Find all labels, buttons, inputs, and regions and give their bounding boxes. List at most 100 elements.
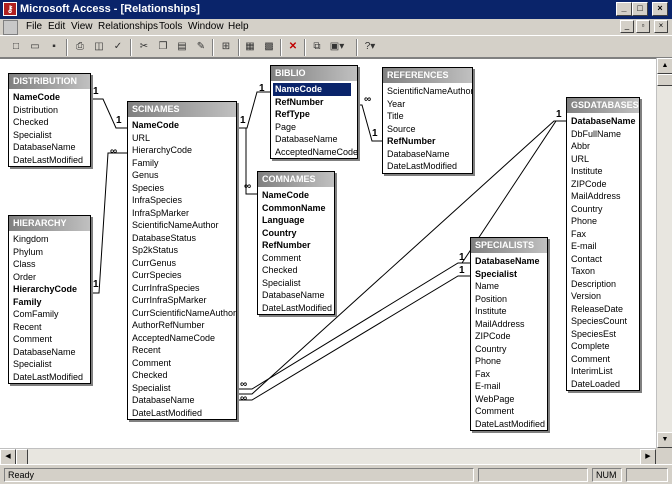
field-item[interactable]: Page [275, 121, 297, 132]
field-item[interactable]: Kingdom [13, 234, 49, 244]
field-item[interactable]: Taxon [571, 266, 596, 276]
field-item[interactable]: Phone [475, 356, 502, 366]
field-item[interactable]: AcceptedNameCode [275, 146, 357, 157]
scroll-left-icon[interactable]: ◀ [0, 449, 16, 465]
field-item[interactable]: Contact [571, 253, 603, 264]
field-item[interactable]: DatabaseName [13, 346, 76, 357]
menu-view[interactable]: View [71, 21, 93, 32]
scroll-down-icon[interactable]: ▼ [657, 432, 672, 448]
field-item[interactable]: Specialist [132, 382, 171, 393]
field-item[interactable]: WebPage [475, 393, 515, 404]
open-icon[interactable]: ▭ [30, 41, 40, 52]
field-item[interactable]: NameCode [273, 83, 351, 96]
delete-icon[interactable]: ✕ [288, 41, 298, 52]
field-item[interactable]: DatabaseName [132, 395, 195, 405]
scroll-up-icon[interactable]: ▲ [657, 58, 672, 74]
field-item[interactable]: ComFamily [13, 309, 59, 319]
field-item[interactable]: Order [13, 271, 37, 282]
field-item[interactable]: Country [571, 203, 603, 214]
field-item[interactable]: DatabaseName [262, 290, 325, 300]
field-item[interactable]: CurrInfraSpMarker [132, 295, 207, 305]
field-item[interactable]: Specialist [262, 277, 301, 288]
field-item[interactable]: Fax [475, 368, 491, 379]
field-item[interactable]: Class [13, 259, 36, 269]
field-item[interactable]: CurrSpecies [132, 270, 182, 280]
field-item[interactable]: CurrScientificNameAuthor [132, 307, 236, 318]
field-item[interactable]: Position [475, 293, 508, 304]
field-item[interactable]: Recent [13, 321, 42, 332]
print-icon[interactable]: ⎙ [76, 41, 84, 52]
field-item[interactable]: Phylum [13, 246, 44, 257]
field-item[interactable]: NameCode [132, 120, 180, 130]
field-item[interactable]: DateLoaded [571, 378, 621, 389]
field-item[interactable]: RefNumber [387, 136, 436, 146]
spelling-icon[interactable]: ✓ [113, 41, 123, 52]
cut-icon[interactable]: ✂ [139, 41, 149, 52]
field-item[interactable]: HierarchyCode [132, 145, 193, 155]
access-key-icon[interactable]: ⚷ [3, 2, 17, 16]
minimize-button[interactable]: _ [616, 2, 632, 16]
menu-relationships[interactable]: Relationships [98, 21, 159, 32]
field-item[interactable]: ReleaseDate [571, 303, 624, 314]
maximize-button[interactable]: □ [632, 2, 648, 16]
field-item[interactable]: Comment [571, 353, 611, 364]
field-item[interactable]: Year [387, 98, 406, 109]
save-icon[interactable]: ▪ [52, 41, 56, 52]
field-item[interactable]: Checked [262, 265, 298, 275]
field-item[interactable]: E-mail [571, 241, 597, 251]
field-item[interactable]: Genus [132, 170, 159, 180]
field-item[interactable]: Specialist [13, 359, 52, 369]
field-item[interactable]: E-mail [475, 381, 501, 391]
field-item[interactable]: Institute [475, 306, 507, 316]
field-item[interactable]: Title [387, 111, 404, 121]
field-item[interactable]: Family [13, 296, 42, 307]
field-item[interactable]: CurrGenus [132, 257, 177, 268]
field-item[interactable]: ScientificNameAuthor [387, 86, 472, 96]
field-item[interactable]: MailAddress [571, 191, 621, 201]
field-item[interactable]: DateLastModified [13, 154, 84, 165]
field-item[interactable]: Checked [132, 370, 168, 380]
field-item[interactable]: Specialist [475, 268, 518, 279]
field-item[interactable]: Source [387, 123, 416, 134]
table-title[interactable]: COMNAMES [258, 172, 334, 187]
field-item[interactable]: Checked [13, 117, 49, 127]
document-icon[interactable] [3, 20, 18, 35]
field-item[interactable]: URL [571, 153, 590, 164]
field-item[interactable]: InterimList [571, 366, 613, 376]
menu-help[interactable]: Help [228, 21, 249, 32]
field-item[interactable]: DatabaseName [475, 256, 540, 266]
field-item[interactable]: Distribution [13, 104, 59, 115]
field-item[interactable]: Complete [571, 341, 610, 351]
menu-file[interactable]: File [26, 21, 43, 32]
field-item[interactable]: Species [132, 182, 165, 193]
new-object-icon[interactable]: ⧉ [313, 41, 321, 52]
table-title[interactable]: SPECIALISTS [471, 238, 547, 253]
menu-edit[interactable]: Edit [48, 21, 66, 32]
field-item[interactable]: DateLastModified [475, 418, 546, 429]
field-item[interactable]: CurrInfraSpecies [132, 282, 200, 293]
field-item[interactable]: Comment [13, 334, 53, 344]
field-item[interactable]: CommonName [262, 202, 326, 213]
field-item[interactable]: Comment [475, 406, 515, 416]
field-item[interactable]: Name [475, 281, 500, 291]
paste-icon[interactable]: ▤ [177, 41, 187, 52]
field-item[interactable]: RefNumber [275, 96, 324, 107]
properties-icon[interactable]: ▣▾ [329, 41, 345, 52]
table-title[interactable]: DISTRIBUTION [9, 74, 90, 89]
mdi-close-button[interactable]: × [654, 20, 668, 33]
field-item[interactable]: HierarchyCode [13, 284, 78, 294]
field-item[interactable]: Version [571, 291, 602, 301]
field-item[interactable]: Fax [571, 228, 587, 239]
field-item[interactable]: Description [571, 278, 617, 289]
